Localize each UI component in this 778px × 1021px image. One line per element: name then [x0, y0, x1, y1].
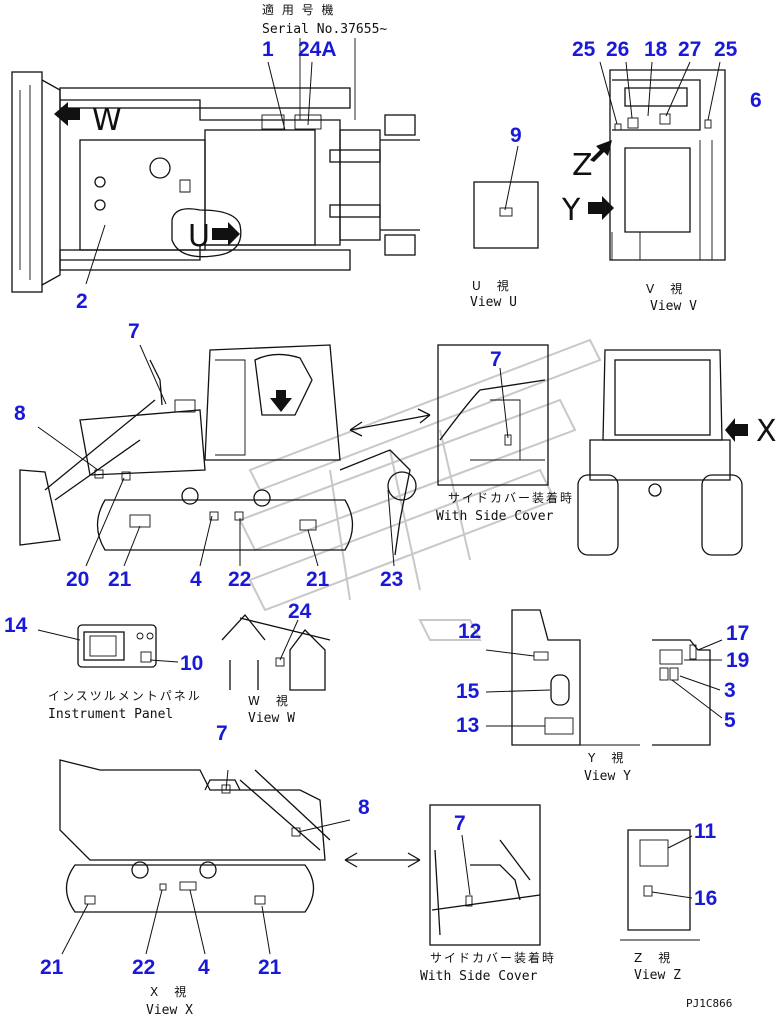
side-cover-inset-top: サイドカバー装着時 With Side Cover: [436, 344, 574, 524]
side-cover-caption-1: With Side Cover: [436, 509, 554, 524]
arrow-icon: [270, 390, 292, 412]
view-z-caption: View Z: [634, 968, 681, 983]
view-letter-y: Y: [561, 193, 581, 228]
callout-25-right: 25: [714, 38, 738, 61]
view-y-caption: View Y: [584, 769, 631, 784]
top-view-drawing: 適 用 号 機 Serial No.37655~ U W: [11, 2, 420, 293]
view-v-drawing: Z Y V 視 View V: [561, 61, 726, 314]
callout-26: 26: [606, 38, 629, 61]
arrow-icon: [590, 140, 612, 162]
callout-5: 5: [724, 709, 736, 732]
callout-22-side: 22: [228, 568, 251, 591]
callout-22-viewx: 22: [132, 956, 155, 979]
applicable-label-jp: 適 用 号 機: [262, 2, 335, 17]
callout-21-right: 21: [306, 568, 330, 591]
instrument-panel-drawing: インスツルメントパネル Instrument Panel: [37, 624, 202, 722]
view-letter-u: U: [188, 219, 210, 254]
serial-number-label: Serial No.37655~: [262, 22, 387, 37]
view-w-drawing: W 視 View W: [221, 614, 331, 726]
instrument-panel-caption: Instrument Panel: [48, 707, 173, 722]
callout-9: 9: [510, 124, 522, 147]
instrument-panel-caption-jp: インスツルメントパネル: [48, 689, 202, 703]
view-v-caption: View V: [650, 299, 697, 314]
view-u-caption-jp: U 視: [472, 278, 511, 293]
callout-7-inset-bottom: 7: [454, 812, 466, 835]
callout-24a: 24A: [298, 38, 337, 61]
callout-24: 24: [288, 600, 312, 623]
callout-7-side: 7: [128, 320, 140, 343]
double-arrow-icon: [344, 852, 421, 868]
view-letter-x: X: [756, 414, 777, 449]
view-x-caption-jp: X 視: [150, 984, 188, 999]
view-w-caption: View W: [248, 711, 295, 726]
side-view-drawing: [19, 344, 417, 567]
callout-6: 6: [750, 89, 762, 112]
callout-21-viewx-right: 21: [258, 956, 282, 979]
side-cover-caption-2: With Side Cover: [420, 969, 538, 984]
side-cover-caption-jp-1: サイドカバー装着時: [448, 490, 574, 505]
callout-7-inset: 7: [490, 348, 502, 371]
callout-7-viewx: 7: [216, 722, 228, 745]
view-x-drawing: X 視 View X: [59, 759, 351, 1018]
rear-view-drawing: X: [577, 349, 777, 556]
double-arrow-icon: [349, 408, 431, 437]
arrow-icon: [725, 418, 748, 442]
view-w-caption-jp: W 視: [248, 693, 290, 708]
view-letter-z: Z: [572, 148, 593, 183]
side-cover-inset-bottom: サイドカバー装着時 With Side Cover: [420, 804, 556, 984]
callout-16: 16: [694, 887, 717, 910]
view-y-drawing: Y 視 View Y: [485, 609, 640, 784]
cab-side-drawing: [652, 639, 723, 746]
callout-21-viewx-left: 21: [40, 956, 64, 979]
callout-2: 2: [76, 290, 88, 313]
callout-8-viewx: 8: [358, 796, 370, 819]
view-u-caption: View U: [470, 295, 517, 310]
arrow-icon: [54, 102, 80, 126]
side-cover-caption-jp-2: サイドカバー装着時: [430, 950, 556, 965]
callout-10: 10: [180, 652, 203, 675]
callout-21-left: 21: [108, 568, 132, 591]
callout-11: 11: [694, 820, 717, 843]
view-u-drawing: U 視 View U: [470, 145, 539, 310]
callout-4-side: 4: [190, 568, 202, 591]
callout-27: 27: [678, 38, 701, 61]
callout-12: 12: [458, 620, 481, 643]
callout-4-viewx: 4: [198, 956, 210, 979]
callout-25-left: 25: [572, 38, 596, 61]
view-z-drawing: Z 視 View Z: [620, 829, 700, 983]
callout-18: 18: [644, 38, 668, 61]
view-z-caption-jp: Z 視: [634, 950, 672, 965]
arrow-icon: [588, 196, 614, 220]
view-x-caption: View X: [146, 1003, 193, 1018]
callout-13: 13: [456, 714, 479, 737]
callout-14: 14: [4, 614, 28, 637]
watermark-logo: [238, 338, 602, 641]
callout-17: 17: [726, 622, 749, 645]
view-v-caption-jp: V 視: [646, 281, 684, 296]
callout-20: 20: [66, 568, 89, 591]
view-letter-w: W: [92, 103, 122, 138]
view-y-caption-jp: Y 視: [587, 750, 625, 765]
callout-3: 3: [724, 679, 736, 702]
callout-23: 23: [380, 568, 403, 591]
callout-19: 19: [726, 649, 749, 672]
callout-8-side: 8: [14, 402, 26, 425]
callout-15: 15: [456, 680, 480, 703]
drawing-code: PJ1C866: [686, 997, 732, 1010]
callout-1: 1: [262, 38, 274, 61]
arrow-icon: [212, 222, 240, 246]
